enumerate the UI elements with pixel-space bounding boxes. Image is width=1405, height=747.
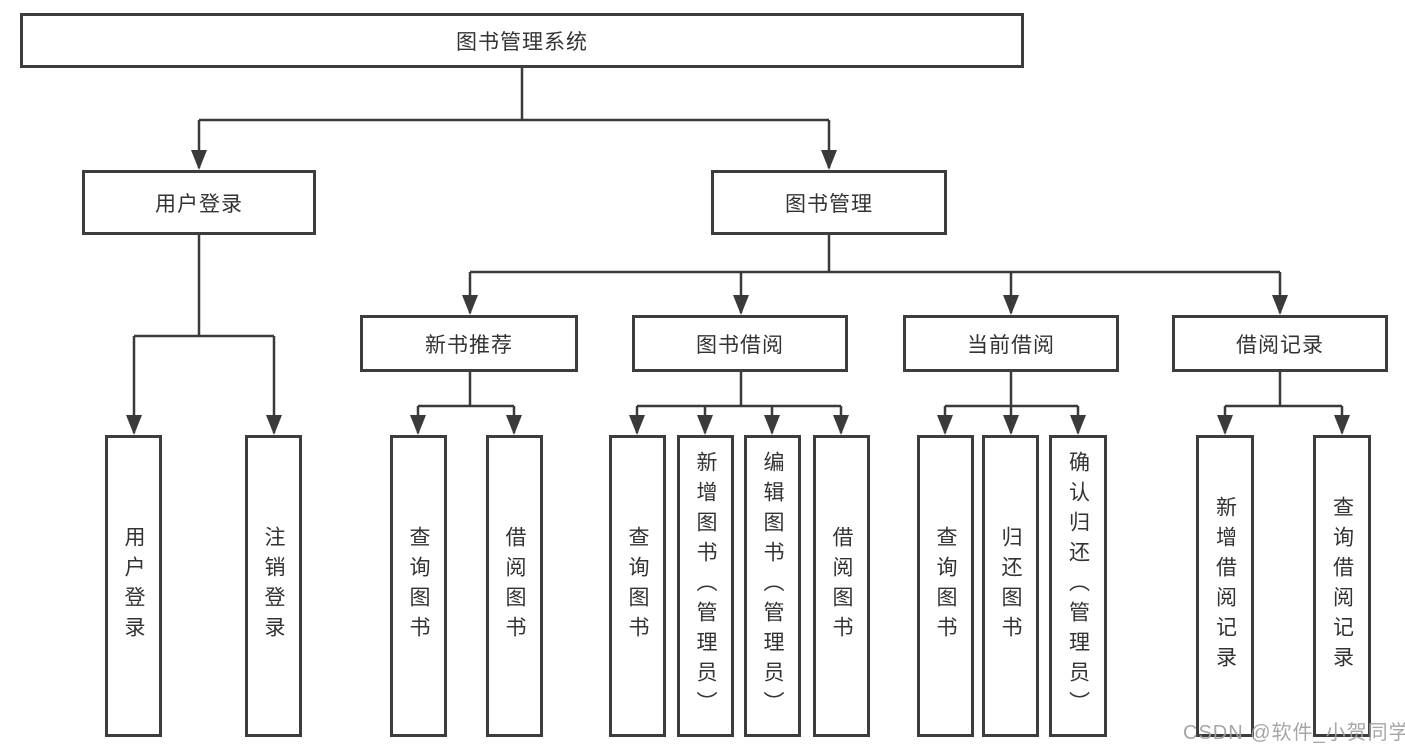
leaf-add-book-admin: 新增图书（管理员） [677, 435, 734, 737]
node-label: 图书管理 [785, 192, 873, 216]
arrow-down-icon [629, 415, 645, 435]
leaf-query-books-borrowing: 查询图书 [609, 435, 666, 737]
leaf-label: 查询图书 [626, 526, 649, 646]
leaf-borrow-books-borrowing: 借阅图书 [813, 435, 870, 737]
leaf-label: 新增图书（管理员） [694, 451, 717, 721]
leaf-label: 新增借阅记录 [1213, 496, 1237, 676]
arrow-down-icon [1070, 415, 1086, 435]
leaf-logout: 注销登录 [245, 435, 302, 737]
arrow-down-icon [821, 150, 837, 170]
csdn-watermark: CSDN @软件_小贺同学 [1183, 722, 1405, 744]
arrow-down-icon [697, 415, 713, 435]
leaf-label: 借阅图书 [830, 526, 853, 646]
arrow-down-icon [462, 295, 478, 315]
leaf-query-books-current: 查询图书 [917, 435, 974, 737]
node-current-borrowing: 当前借阅 [903, 315, 1119, 372]
arrow-down-icon [506, 415, 522, 435]
leaf-label: 用户登录 [122, 526, 145, 646]
node-label: 借阅记录 [1236, 333, 1324, 357]
arrow-down-icon [1003, 415, 1019, 435]
node-book-borrowing: 图书借阅 [632, 315, 848, 372]
arrow-down-icon [937, 415, 953, 435]
leaf-label: 借阅图书 [503, 526, 526, 646]
leaf-edit-book-admin: 编辑图书（管理员） [744, 435, 801, 737]
node-label: 图书管理系统 [456, 30, 588, 54]
node-label: 用户登录 [155, 192, 243, 216]
leaf-label: 查询图书 [407, 526, 430, 646]
leaf-return-book: 归还图书 [982, 435, 1039, 737]
leaf-query-borrow-record: 查询借阅记录 [1313, 435, 1371, 737]
arrow-down-icon [266, 415, 282, 435]
arrow-down-icon [191, 150, 207, 170]
arrow-down-icon [1334, 415, 1350, 435]
leaf-confirm-return-admin: 确认归还（管理员） [1049, 435, 1107, 737]
arrow-down-icon [764, 415, 780, 435]
node-library-management-system: 图书管理系统 [20, 13, 1024, 68]
node-borrowing-records: 借阅记录 [1172, 315, 1388, 372]
leaf-label: 确认归还（管理员） [1066, 451, 1090, 721]
arrow-down-icon [733, 295, 749, 315]
leaf-user-login: 用户登录 [105, 435, 162, 737]
node-user-login: 用户登录 [82, 170, 316, 235]
node-book-management: 图书管理 [711, 170, 947, 235]
arrow-down-icon [1217, 415, 1233, 435]
leaf-label: 编辑图书（管理员） [761, 451, 784, 721]
arrow-down-icon [126, 415, 142, 435]
arrow-down-icon [833, 415, 849, 435]
leaf-label: 注销登录 [262, 526, 285, 646]
arrow-down-icon [1272, 295, 1288, 315]
arrow-down-icon [1003, 295, 1019, 315]
leaf-add-borrow-record: 新增借阅记录 [1196, 435, 1254, 737]
node-new-book-recommendation: 新书推荐 [360, 315, 578, 372]
node-label: 新书推荐 [425, 333, 513, 357]
arrow-down-icon [410, 415, 426, 435]
leaf-label: 查询图书 [934, 526, 957, 646]
node-label: 图书借阅 [696, 333, 784, 357]
leaf-label: 归还图书 [999, 526, 1022, 646]
leaf-query-books-recommend: 查询图书 [390, 435, 447, 737]
connector-paths [132, 68, 1344, 433]
node-label: 当前借阅 [967, 333, 1055, 357]
leaf-borrow-books-recommend: 借阅图书 [486, 435, 543, 737]
leaf-label: 查询借阅记录 [1330, 496, 1354, 676]
